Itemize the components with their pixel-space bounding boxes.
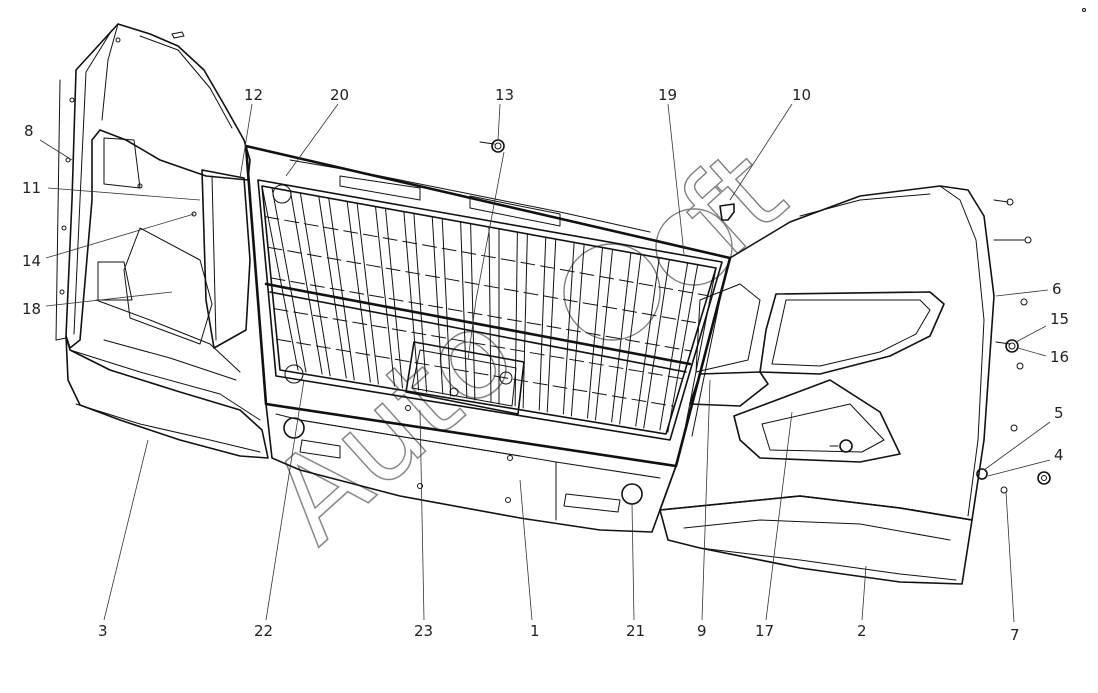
left-bumper-end <box>55 23 269 459</box>
callout-9: 9 <box>697 622 707 640</box>
grille-slat-edge <box>356 202 379 385</box>
grille-slat <box>538 236 547 411</box>
watermark: Auto ft <box>244 122 811 569</box>
grille-slat <box>431 216 444 395</box>
callout-14: 14 <box>22 252 41 270</box>
leader-lines <box>39 103 1051 623</box>
callout-16: 16 <box>1050 348 1069 366</box>
callout-4: 4 <box>1054 446 1064 464</box>
grille-slat <box>587 247 603 419</box>
grille-slat <box>460 221 468 399</box>
callout-11: 11 <box>22 179 41 197</box>
callout-17: 17 <box>755 622 774 640</box>
callout-10: 10 <box>792 86 811 104</box>
callout-15: 15 <box>1050 310 1069 328</box>
right-bumper-end <box>659 185 1051 585</box>
grille-slat <box>611 252 632 423</box>
grille-crossbar <box>270 277 692 352</box>
grille-crossbar <box>273 308 684 380</box>
callout-7: 7 <box>1010 626 1020 644</box>
watermark-text-auto: Auto <box>244 283 540 569</box>
callout-8: 8 <box>24 122 34 140</box>
grille-slat <box>375 206 395 387</box>
fasteners-top <box>479 8 1086 221</box>
grille-slat <box>289 190 323 375</box>
callout-23: 23 <box>414 622 433 640</box>
callout-12: 12 <box>244 86 263 104</box>
grille-slat <box>261 185 299 371</box>
callout-13: 13 <box>495 86 514 104</box>
watermark-text-ft: ft <box>654 123 810 283</box>
callout-20: 20 <box>330 86 349 104</box>
grille-slat <box>659 262 689 431</box>
grille-crossbar <box>267 246 700 324</box>
grille-crossbar <box>276 338 675 407</box>
callout-22: 22 <box>254 622 273 640</box>
grille-slat <box>346 200 371 383</box>
grille-frame <box>244 144 732 468</box>
grille-slat <box>318 195 347 379</box>
callout-2: 2 <box>857 622 867 640</box>
grille-slat <box>488 226 492 403</box>
grille-slat <box>403 211 420 391</box>
grille-slat <box>635 257 660 427</box>
callout-5: 5 <box>1054 404 1064 422</box>
watermark-ring <box>563 243 661 341</box>
callout-labels: 1 2 3 4 5 6 7 8 9 10 11 12 13 14 15 16 1… <box>22 86 1069 644</box>
grille-slat-edge <box>299 192 331 377</box>
callout-18: 18 <box>22 300 41 318</box>
callout-21: 21 <box>626 622 645 640</box>
grille-crossbar <box>264 216 709 297</box>
grille-slat <box>562 241 575 415</box>
callout-3: 3 <box>98 622 108 640</box>
grille-slat-edge <box>619 254 642 425</box>
callout-6: 6 <box>1052 280 1062 298</box>
callout-1: 1 <box>530 622 540 640</box>
callout-19: 19 <box>658 86 677 104</box>
